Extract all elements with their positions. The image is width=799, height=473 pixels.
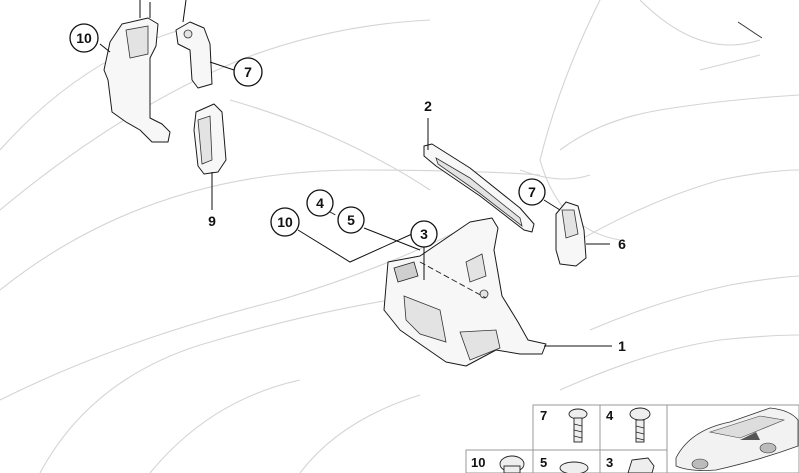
label-1: 1 — [618, 338, 626, 354]
screw-7-icon — [568, 408, 588, 443]
callout-3: 3 — [410, 220, 438, 248]
leader-10-mid — [297, 229, 413, 263]
callout-4: 4 — [306, 189, 334, 217]
svg-text:7: 7 — [244, 64, 252, 80]
nut-5-icon — [559, 461, 589, 473]
part-6-bracket — [555, 201, 587, 267]
callout-7-right: 7 — [518, 178, 546, 206]
screw-4-icon — [629, 407, 651, 443]
callout-10-mid: 10 — [270, 207, 300, 237]
callout-5: 5 — [337, 206, 365, 234]
legend-label-3: 3 — [606, 455, 613, 470]
clip-10-icon — [499, 455, 525, 473]
legend-label-10: 10 — [471, 455, 485, 470]
fastener-legend: 7 4 10 5 3 — [465, 404, 799, 473]
legend-label-7: 7 — [540, 408, 547, 423]
part-2-trim-strip — [423, 143, 535, 233]
label-6: 6 — [618, 236, 626, 252]
part-9-cover — [193, 103, 227, 175]
label-2: 2 — [424, 98, 432, 114]
leader-5 — [363, 227, 421, 251]
part-1-side-panel — [383, 217, 547, 367]
car-thumbnail-icon — [675, 407, 799, 471]
svg-text:7: 7 — [528, 184, 536, 200]
svg-text:3: 3 — [420, 226, 428, 242]
svg-text:5: 5 — [347, 212, 355, 228]
leader-10-top — [99, 43, 111, 53]
label-9: 9 — [208, 213, 216, 229]
leader-7-top — [209, 61, 235, 71]
part-7-clip-top — [175, 0, 213, 89]
callout-7-top: 7 — [233, 57, 263, 87]
leader-7-right — [543, 199, 561, 211]
legend-label-5: 5 — [540, 455, 547, 470]
svg-text:4: 4 — [316, 195, 324, 211]
svg-text:10: 10 — [277, 214, 293, 230]
reference-tick — [737, 21, 763, 39]
legend-label-4: 4 — [606, 408, 614, 423]
part-10-trim-panel — [103, 0, 171, 143]
callout-10-top: 10 — [69, 23, 99, 53]
nut-3-icon — [627, 457, 655, 473]
svg-text:10: 10 — [76, 30, 92, 46]
